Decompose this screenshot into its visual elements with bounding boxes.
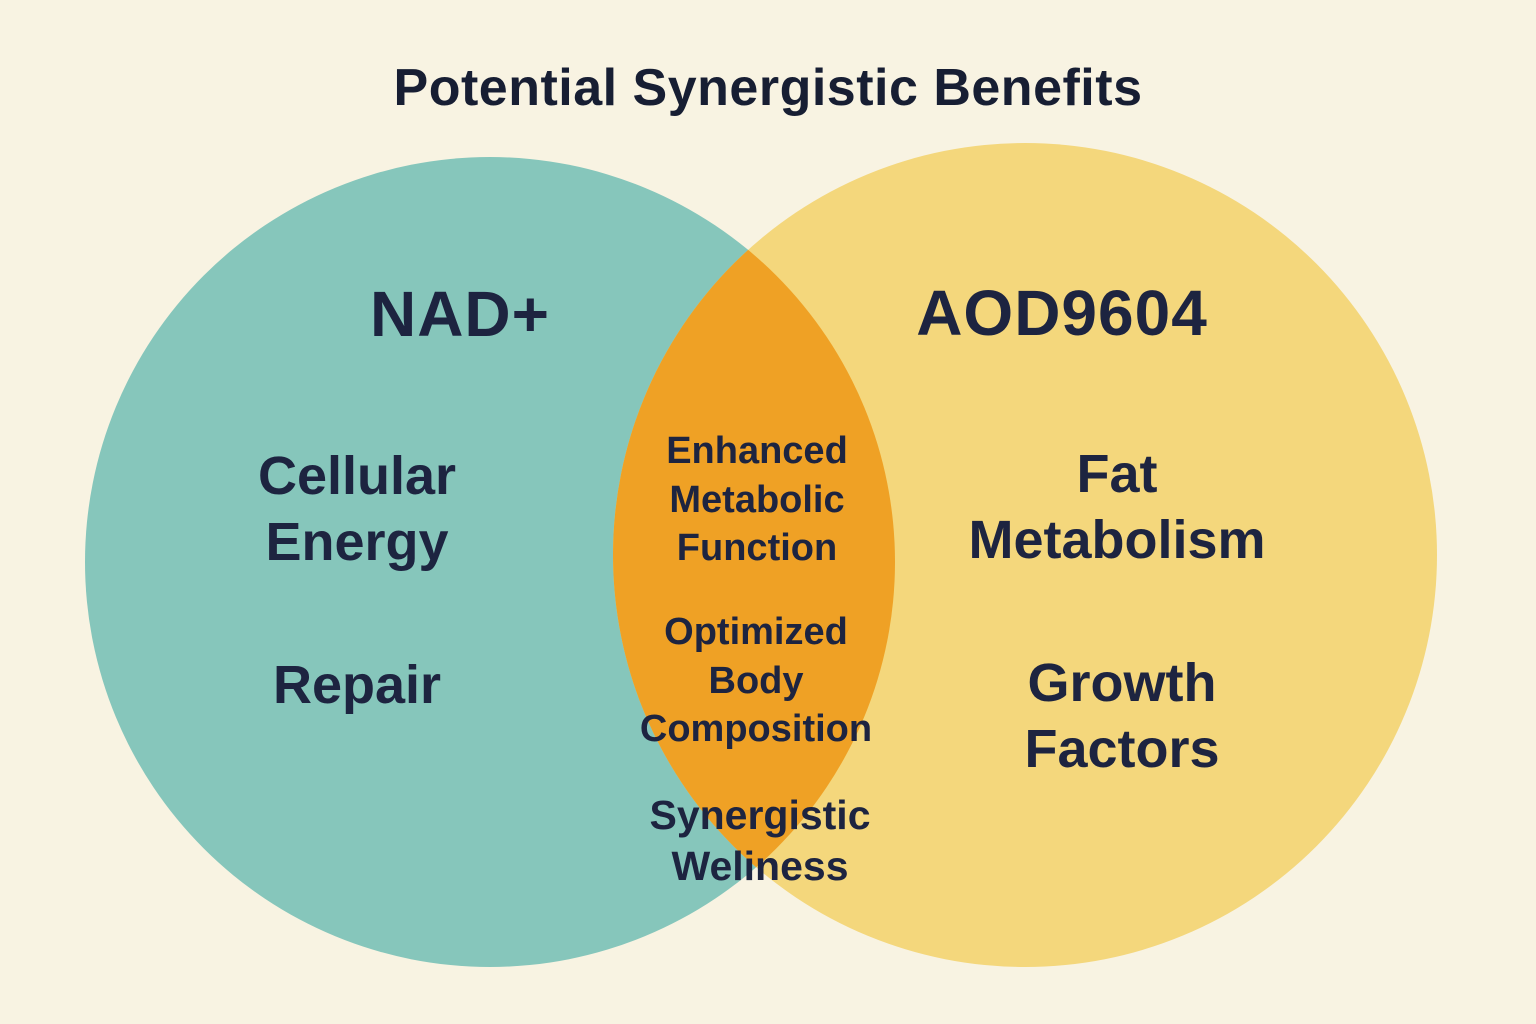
left-set-label: NAD+ (369, 278, 551, 350)
right-item-fat-metabolism: Fat Metabolism (968, 444, 1266, 570)
page-title: Potential Synergistic Benefits (393, 59, 1143, 117)
right-set-label: AOD9604 (916, 277, 1208, 349)
left-item-repair: Repair (272, 655, 442, 716)
overlap-item-enhanced-metabolic-function: Enhanced Metabolic Function (666, 430, 848, 570)
overlap-item-synergistic-wellness: Synergistic Weliness (649, 791, 871, 889)
right-item-growth-factors: Growth Factors (1024, 653, 1220, 779)
overlap-region (613, 157, 895, 967)
overlap-item-optimized-body-composition: Optimized Body Composition (639, 611, 873, 751)
left-item-cellular-energy: Cellular Energy (257, 446, 457, 572)
